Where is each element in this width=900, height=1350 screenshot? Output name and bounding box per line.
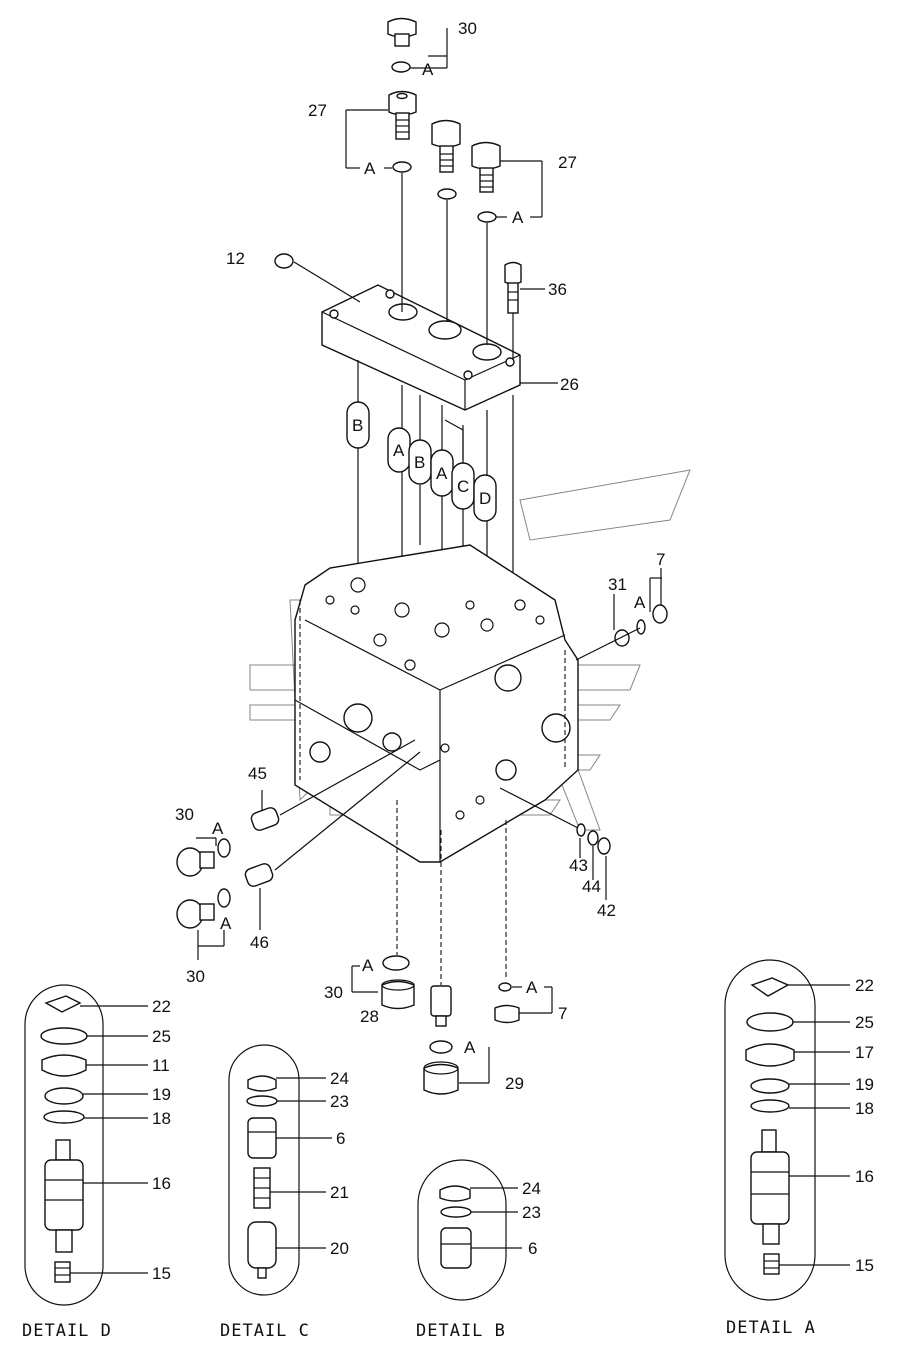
- tag-b2: B: [414, 453, 425, 472]
- callout-28: 28: [360, 1007, 379, 1026]
- callout-a-right: A: [512, 208, 524, 227]
- detail-d-part-19: 19: [152, 1085, 171, 1104]
- detail-b-title: DETAIL B: [416, 1321, 506, 1341]
- callout-a-bottom2: A: [526, 978, 538, 997]
- callout-30-mid: 30: [175, 805, 194, 824]
- part-27-right: [471, 141, 501, 223]
- leader-lines-top: [293, 28, 558, 384]
- tag-a1: A: [393, 441, 405, 460]
- detail-c-group: [228, 1044, 332, 1296]
- part-36-bolt: [504, 261, 522, 314]
- part-7-right: [636, 568, 668, 635]
- detail-c-part-21: 21: [330, 1183, 349, 1202]
- detail-d-part-25: 25: [152, 1027, 171, 1046]
- detail-a-group: [724, 959, 850, 1301]
- callout-a-p7: A: [634, 593, 646, 612]
- callout-36: 36: [548, 280, 567, 299]
- tag-c: C: [457, 477, 469, 496]
- part-28: [430, 985, 452, 1027]
- callout-a-top: A: [422, 60, 434, 79]
- part-26-cover: [321, 284, 521, 411]
- callout-7-right: 7: [656, 550, 665, 569]
- detail-d-part-15: 15: [152, 1264, 171, 1283]
- callout-30-low: 30: [186, 967, 205, 986]
- part-46: [244, 751, 421, 930]
- detail-d-part-18: 18: [152, 1109, 171, 1128]
- detail-c-part-20: 20: [330, 1239, 349, 1258]
- part-27-middle: [431, 119, 461, 200]
- part-7-bottom: [494, 982, 520, 1024]
- callout-30-top: 30: [458, 19, 477, 38]
- main-valve-body: [294, 544, 579, 863]
- callout-a-left: A: [364, 159, 376, 178]
- tag-a2: A: [436, 464, 448, 483]
- part-30-mid: [176, 837, 231, 877]
- detail-c-title: DETAIL C: [220, 1321, 310, 1341]
- part-31: [575, 594, 641, 661]
- part-30-bottom: [381, 955, 415, 1010]
- detail-b-part-24: 24: [522, 1179, 541, 1198]
- detail-b-group: [417, 1159, 522, 1301]
- callout-31: 31: [608, 575, 627, 594]
- callout-7-bottom: 7: [558, 1004, 567, 1023]
- detail-c-part-23: 23: [330, 1092, 349, 1111]
- detail-a-part-17: 17: [855, 1043, 874, 1062]
- callout-30-bottom: 30: [324, 983, 343, 1002]
- detail-a-title: DETAIL A: [726, 1318, 816, 1338]
- leader-lines-lower: [351, 800, 553, 1084]
- part-45: [250, 739, 416, 831]
- detail-b-part-6: 6: [528, 1239, 537, 1258]
- detail-a-part-25: 25: [855, 1013, 874, 1032]
- callout-a-bottom1: A: [362, 956, 374, 975]
- callout-27-left: 27: [308, 101, 327, 120]
- detail-a-part-22: 22: [855, 976, 874, 995]
- part-12-plug: [274, 253, 294, 269]
- callout-27-right: 27: [558, 153, 577, 172]
- detail-c-part-24: 24: [330, 1069, 349, 1088]
- detail-d-part-11: 11: [152, 1056, 170, 1075]
- detail-d-group: [24, 984, 148, 1306]
- detail-b-part-23: 23: [522, 1203, 541, 1222]
- detail-a-part-18: 18: [855, 1099, 874, 1118]
- tag-capsules: [346, 401, 497, 522]
- callout-46: 46: [250, 933, 269, 952]
- callout-45: 45: [248, 764, 267, 783]
- callout-29: 29: [505, 1074, 524, 1093]
- callout-a-bottom3: A: [464, 1038, 476, 1057]
- tag-b1: B: [352, 416, 363, 435]
- callout-42: 42: [597, 901, 616, 920]
- detail-d-part-22: 22: [152, 997, 171, 1016]
- callout-43: 43: [569, 856, 588, 875]
- part-30-top: [387, 17, 417, 73]
- callout-12: 12: [226, 249, 245, 268]
- detail-c-part-6: 6: [336, 1129, 345, 1148]
- parts-43-44-42: [499, 787, 611, 900]
- part-29: [423, 1040, 459, 1095]
- callout-44: 44: [582, 877, 601, 896]
- callout-a-mid2: A: [220, 914, 232, 933]
- callout-26: 26: [560, 375, 579, 394]
- tag-d: D: [479, 489, 491, 508]
- detail-a-part-15: 15: [855, 1256, 874, 1275]
- detail-a-part-19: 19: [855, 1075, 874, 1094]
- part-30-low: [176, 888, 231, 960]
- detail-d-title: DETAIL D: [22, 1321, 112, 1341]
- detail-a-part-16: 16: [855, 1167, 874, 1186]
- callout-a-mid1: A: [212, 819, 224, 838]
- detail-d-part-16: 16: [152, 1174, 171, 1193]
- part-27-left: [388, 90, 417, 173]
